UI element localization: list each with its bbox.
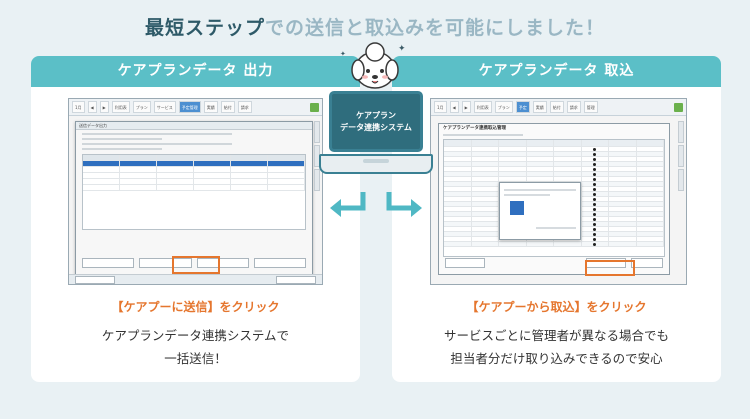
laptop-base <box>319 154 433 174</box>
footer-button[interactable] <box>82 258 135 268</box>
export-dialog: 送信データ出力 <box>75 121 313 277</box>
table-row[interactable] <box>444 167 664 172</box>
highlight-import-button <box>585 260 635 276</box>
import-description: サービスごとに管理者が異なる場合でも 担当者分だけ取り込みできるので安心 <box>392 324 721 370</box>
toolbar-button-active[interactable]: 予定管理 <box>178 101 201 113</box>
table-row[interactable] <box>444 172 664 177</box>
table-header <box>444 140 664 147</box>
table-row[interactable] <box>83 185 305 191</box>
toolbar-button[interactable]: プラン <box>494 101 513 113</box>
import-screenshot: 1月 ◀ ▶ 利用表 プラン 予定 実績 給付 請求 管理 ケアプランデータ連携… <box>430 98 687 285</box>
dialog-title: ケアプランデータ連携取込管理 <box>443 126 506 131</box>
toolbar-button[interactable]: ▶ <box>99 101 109 113</box>
export-desc-line1: ケアプランデータ連携システムで <box>101 328 290 343</box>
footer-button[interactable] <box>445 258 485 268</box>
toolbar-button[interactable]: 1月 <box>72 101 85 113</box>
exit-icon[interactable] <box>310 102 319 112</box>
highlight-send-button <box>172 256 220 274</box>
toolbar-button[interactable]: サービス <box>153 101 176 113</box>
dialog-title: 送信データ出力 <box>76 122 312 130</box>
laptop-illustration: ケアプラン データ連携システム <box>319 91 433 186</box>
bottom-strip <box>69 274 322 284</box>
dialog-footer <box>82 258 306 270</box>
toolbar-button[interactable]: 実績 <box>203 101 218 113</box>
import-toolbar: 1月 ◀ ▶ 利用表 プラン 予定 実績 給付 請求 管理 <box>431 99 686 116</box>
footer-button[interactable] <box>253 258 306 268</box>
import-caption: 【ケアプーから取込】をクリック <box>466 300 647 314</box>
toolbar-button[interactable]: 請求 <box>566 101 581 113</box>
export-caption: 【ケアプーに送信】をクリック <box>111 300 280 314</box>
toolbar-button[interactable]: 実績 <box>532 101 547 113</box>
export-screenshot: 1月 ◀ ▶ 利用表 プラン サービス 予定管理 実績 給付 請求 送信データ出… <box>68 98 323 285</box>
toolbar-button-active[interactable]: 予定 <box>515 101 530 113</box>
export-card-title: ケアプランデータ 出力 <box>31 56 360 87</box>
import-dialog: ケアプランデータ連携取込管理 <box>438 123 670 276</box>
headline-strong: 最短ステップ <box>144 17 265 39</box>
dog-mascot-icon <box>351 42 399 89</box>
table-row[interactable] <box>83 161 305 167</box>
arrow-left-icon <box>330 192 366 217</box>
export-card: ケアプランデータ 出力 1月 ◀ ▶ 利用表 プラン サービス 予定管理 実績 … <box>31 56 360 382</box>
table-row[interactable] <box>83 173 305 179</box>
sparkle-icon: ✦ <box>398 44 406 54</box>
toolbar-button[interactable]: 管理 <box>583 101 598 113</box>
toolbar-button[interactable]: 1月 <box>434 101 447 113</box>
import-desc-line2: 担当者分だけ取り込みできるので安心 <box>450 351 663 366</box>
export-desc-line2: 一括送信！ <box>164 351 227 366</box>
exit-icon[interactable] <box>674 102 683 112</box>
service-select-popup[interactable] <box>499 182 581 240</box>
side-tabs <box>678 121 684 193</box>
dialog-footer <box>445 258 663 270</box>
table-row[interactable] <box>444 242 664 247</box>
headline-rest: での送信と取込みを可能にしました！ <box>265 17 606 39</box>
toolbar-button[interactable]: ◀ <box>87 101 97 113</box>
screen-line1: ケアプラン <box>356 111 396 120</box>
table-row[interactable] <box>83 167 305 173</box>
toolbar-button[interactable]: 給付 <box>220 101 235 113</box>
send-to-carepu-button[interactable] <box>139 258 192 268</box>
export-table <box>82 154 306 230</box>
import-desc-line1: サービスごとに管理者が異なる場合でも <box>443 328 669 343</box>
import-card: ケアプランデータ 取込 1月 ◀ ▶ 利用表 プラン 予定 実績 給付 請求 管… <box>392 56 721 382</box>
table-row[interactable] <box>444 162 664 167</box>
footer-button[interactable] <box>631 258 663 268</box>
toolbar-button[interactable]: 利用表 <box>111 101 130 113</box>
import-card-title: ケアプランデータ 取込 <box>392 56 721 87</box>
toolbar-button[interactable]: ▶ <box>461 101 471 113</box>
headline: 最短ステップでの送信と取込みを可能にしました！ <box>0 13 750 40</box>
toolbar-button[interactable]: 利用表 <box>473 101 492 113</box>
service-selection[interactable] <box>510 201 524 215</box>
toolbar-button[interactable]: プラン <box>132 101 151 113</box>
bottom-button[interactable] <box>75 276 115 284</box>
bottom-button[interactable] <box>276 276 316 284</box>
table-header <box>83 155 305 161</box>
toolbar-button[interactable]: ◀ <box>449 101 459 113</box>
table-row[interactable] <box>444 157 664 162</box>
laptop-screen: ケアプラン データ連携システム <box>329 91 423 152</box>
toolbar-button[interactable]: 給付 <box>549 101 564 113</box>
table-row[interactable] <box>83 179 305 185</box>
table-row[interactable] <box>444 152 664 157</box>
table-row[interactable] <box>444 147 664 152</box>
footer-button[interactable] <box>196 258 249 268</box>
export-toolbar: 1月 ◀ ▶ 利用表 プラン サービス 予定管理 実績 給付 請求 <box>69 99 322 116</box>
export-description: ケアプランデータ連携システムで 一括送信！ <box>31 324 360 370</box>
toolbar-button[interactable]: 請求 <box>237 101 252 113</box>
screen-line2: データ連携システム <box>340 123 412 132</box>
arrow-right-icon <box>386 192 422 217</box>
sparkle-icon: ✦ <box>340 50 346 58</box>
table-row[interactable] <box>444 177 664 182</box>
